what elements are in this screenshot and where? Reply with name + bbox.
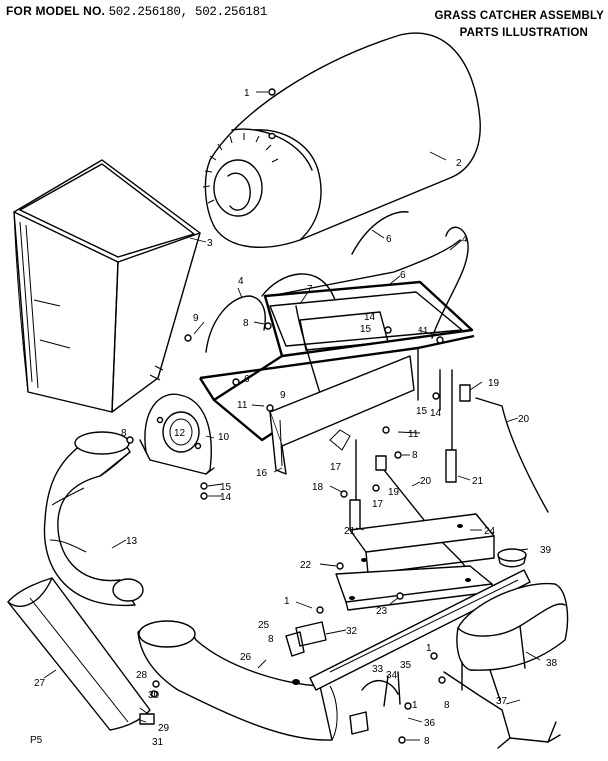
- linkage-rods: [349, 369, 549, 581]
- callout-8: 8: [424, 736, 430, 747]
- support-bar: [309, 569, 531, 691]
- callout-23: 23: [376, 606, 388, 617]
- canopy-cover: [202, 32, 481, 248]
- callout-14: 14: [364, 312, 376, 323]
- callout-25: 25: [258, 620, 270, 631]
- callout-1: 1: [284, 596, 290, 607]
- callout-8: 8: [121, 428, 127, 439]
- callout-32: 32: [346, 626, 358, 637]
- model-numbers: 502.256180, 502.256181: [108, 5, 268, 19]
- callout-15: 15: [360, 324, 372, 335]
- callout-14: 14: [430, 408, 442, 419]
- callout-35: 35: [400, 660, 412, 671]
- callout-19: 19: [488, 378, 500, 389]
- callout-8: 8: [412, 450, 418, 461]
- callout-11: 11: [408, 429, 419, 440]
- callout-8: 8: [243, 318, 249, 329]
- callout-18: 18: [312, 482, 324, 493]
- callout-21: 21: [344, 526, 356, 537]
- callout-15: 15: [220, 482, 232, 493]
- callout-21: 21: [472, 476, 484, 487]
- callout-11: 11: [237, 400, 248, 411]
- callout-30: 30: [148, 690, 160, 701]
- callout-6: 6: [386, 234, 392, 245]
- callout-27: 27: [34, 678, 46, 689]
- callout-1: 1: [426, 643, 432, 654]
- leader-lines: [43, 91, 541, 741]
- adapter: [139, 393, 215, 475]
- grass-bag: [13, 159, 201, 413]
- callout-33: 33: [372, 664, 384, 675]
- callout-20: 20: [420, 476, 432, 487]
- callout-11: 11: [418, 326, 429, 337]
- straight-chute: [7, 577, 158, 731]
- callout-19: 19: [388, 487, 400, 498]
- callout-17: 17: [330, 462, 342, 473]
- model-number-line: FOR MODEL NO. 502.256180, 502.256181: [6, 4, 267, 19]
- callout-8: 8: [268, 634, 274, 645]
- callout-8: 8: [444, 700, 450, 711]
- callout-6: 6: [244, 374, 250, 385]
- callout-12: 12: [174, 428, 186, 439]
- callout-28: 28: [136, 670, 148, 681]
- callout-15: 15: [416, 406, 428, 417]
- elbow-chute: [43, 431, 144, 607]
- callout-14: 14: [220, 492, 232, 503]
- page-code: P5: [30, 735, 43, 746]
- callout-38: 38: [546, 658, 558, 669]
- callout-29: 29: [158, 723, 170, 734]
- callout-4: 4: [462, 234, 468, 245]
- callout-22: 22: [300, 560, 312, 571]
- diagram-subtitle: PARTS ILLUSTRATION: [459, 27, 588, 39]
- callout-16: 16: [256, 468, 268, 479]
- callout-9: 9: [193, 313, 199, 324]
- callout-6: 6: [400, 270, 406, 281]
- callout-24: 24: [484, 526, 496, 537]
- hardware-parts: [126, 88, 446, 744]
- callout-17: 17: [372, 499, 384, 510]
- callout-13: 13: [126, 536, 138, 547]
- callout-39: 39: [540, 545, 552, 556]
- mounting-plates: [335, 513, 495, 611]
- callout-7: 7: [307, 284, 313, 295]
- callout-34: 34: [386, 670, 398, 681]
- callout-26: 26: [240, 652, 252, 663]
- callout-1: 1: [244, 88, 250, 99]
- model-prefix: FOR MODEL NO.: [6, 4, 106, 18]
- callout-4: 4: [238, 276, 244, 287]
- discharge-tube: [137, 620, 338, 741]
- callout-1: 1: [412, 700, 418, 711]
- callout-36: 36: [424, 718, 436, 729]
- callout-20: 20: [518, 414, 530, 425]
- main-frame: [198, 211, 475, 475]
- part-callouts: 1 2 3 6 4 4 6 7 8 9 14 15 11 6 9 11 15 1…: [30, 88, 558, 748]
- callout-10: 10: [218, 432, 230, 443]
- callout-2: 2: [456, 158, 462, 169]
- callout-3: 3: [207, 238, 213, 249]
- callout-9: 9: [280, 390, 286, 401]
- weight-housing: [443, 548, 569, 749]
- callout-37: 37: [496, 696, 508, 707]
- diagram-title: GRASS CATCHER ASSEMBLY: [434, 10, 604, 22]
- callout-31: 31: [152, 737, 164, 748]
